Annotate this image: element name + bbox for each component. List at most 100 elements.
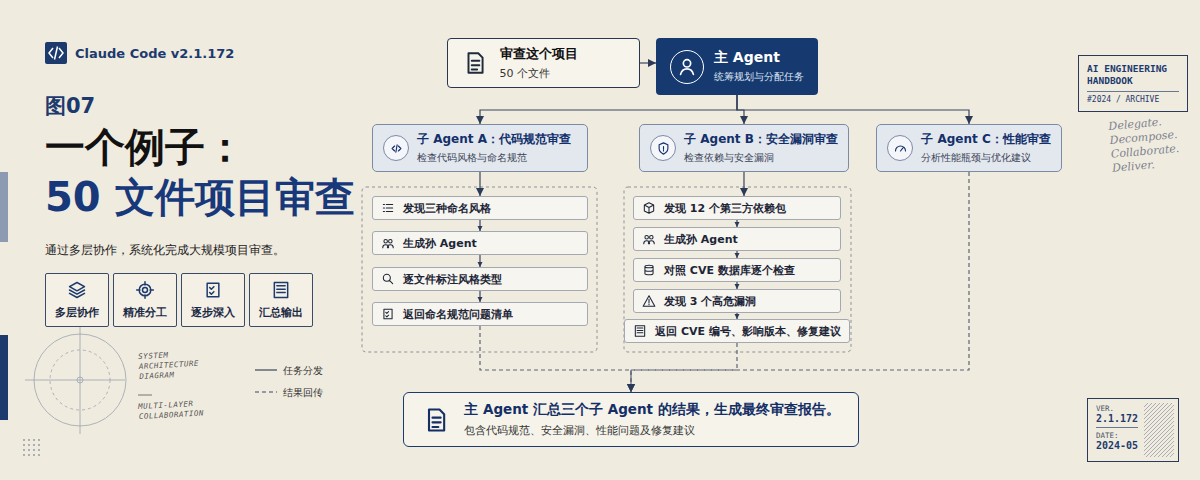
box-heading: AI ENGINEERING HANDBOOK	[1087, 63, 1179, 87]
icon-glyph	[422, 406, 450, 434]
icon	[887, 135, 913, 161]
connector	[743, 172, 744, 196]
code-icon	[45, 42, 67, 64]
dot-grid	[23, 439, 40, 456]
icon	[650, 135, 676, 161]
text-stack: VER.2.1.172DATE:2024-05	[1096, 404, 1138, 451]
icon-glyph	[633, 324, 647, 338]
icon-glyph	[203, 280, 223, 300]
handbook-box: AI ENGINEERING HANDBOOK #2024 / ARCHIVE	[1078, 55, 1188, 112]
icon-glyph	[381, 236, 395, 250]
sketch-dash	[138, 395, 152, 396]
box-text: 2024-05	[1096, 440, 1138, 451]
icon	[381, 236, 395, 250]
icon	[135, 280, 155, 300]
text-stack: 生成孙 Agent	[403, 236, 477, 251]
feature-box: 多层协作	[45, 273, 109, 327]
text-stack: 汇总输出	[259, 305, 303, 320]
sub-agent-box: 子 Agent B：安全漏洞审查检查依赖与安全漏洞	[639, 124, 849, 172]
box-heading: 精准分工	[123, 305, 167, 320]
handwritten-note: Delegate. Decompose. Collaborate. Delive…	[1108, 113, 1193, 176]
icon-glyph	[642, 263, 656, 277]
figure-number: 图07	[45, 92, 95, 120]
legend-label: 任务分发	[283, 364, 323, 378]
input-box: 审查这个项目 50 个文件	[447, 38, 640, 88]
text-stack: 审查这个项目 50 个文件	[500, 45, 578, 81]
step-box: 对照 CVE 数据库逐个检查	[633, 258, 841, 282]
feature-box: 逐步深入	[181, 273, 245, 327]
summary-box: 主 Agent 汇总三个子 Agent 的结果，生成最终审查报告。包含代码规范、…	[403, 392, 858, 447]
icon-glyph	[67, 280, 87, 300]
box-heading: 生成孙 Agent	[664, 232, 738, 247]
product-label: Claude Code v2.1.172	[75, 46, 234, 61]
edge-bar	[0, 172, 8, 242]
icon-glyph	[642, 232, 656, 246]
box-heading: 主 Agent	[714, 49, 804, 67]
box-heading: 审查这个项目	[500, 45, 578, 63]
text-stack: 返回 CVE 编号、影响版本、修复建议	[655, 324, 841, 339]
box-heading: 对照 CVE 数据库逐个检查	[664, 263, 795, 278]
compass-sketch	[25, 326, 126, 434]
box-heading: 发现 12 个第三方依赖包	[664, 201, 786, 216]
icon	[633, 324, 647, 338]
text-stack: 逐步深入	[191, 305, 235, 320]
box-heading: 发现 3 个高危漏洞	[664, 294, 756, 309]
connector	[480, 326, 631, 392]
step-box: 返回 CVE 编号、影响版本、修复建议	[624, 319, 850, 343]
icon-glyph	[381, 272, 395, 286]
connector	[737, 95, 969, 124]
box-heading: 子 Agent B：安全漏洞审查	[684, 131, 838, 148]
text-stack: 发现三种命名风格	[403, 201, 491, 216]
text-stack: 子 Agent A：代码规范审查检查代码风格与命名规范	[417, 131, 571, 165]
box-text: DATE:	[1096, 427, 1138, 440]
box-heading: 子 Agent C：性能审查	[921, 131, 1050, 148]
text-stack: 主 Agent 汇总三个子 Agent 的结果，生成最终审查报告。包含代码规范、…	[464, 401, 839, 438]
legend-sample	[255, 369, 277, 370]
feature-box: 汇总输出	[249, 273, 313, 327]
connector	[479, 220, 480, 231]
legend-label: 结果回传	[283, 386, 323, 400]
box-heading: 子 Agent A：代码规范审查	[417, 131, 571, 148]
sketch-note: SYSTEM ARCHITECTURE DIAGRAM	[138, 348, 209, 382]
version-box: VER.2.1.172DATE:2024-05	[1087, 398, 1179, 462]
box-text: 分析性能瓶颈与优化建议	[921, 151, 1050, 165]
subtitle: 通过多层协作，系统化完成大规模项目审查。	[45, 242, 285, 259]
icon-glyph	[656, 141, 671, 156]
step-box: 逐文件标注风格类型	[372, 267, 588, 291]
connector	[631, 343, 737, 392]
step-box: 生成孙 Agent	[372, 231, 588, 255]
step-box: 发现 12 个第三方依赖包	[633, 196, 841, 220]
box-heading: 逐步深入	[191, 305, 235, 320]
box-heading: 多层协作	[55, 305, 99, 320]
text-stack: 对照 CVE 数据库逐个检查	[664, 263, 795, 278]
box-text: 检查依赖与安全漏洞	[684, 151, 838, 165]
icon	[381, 201, 395, 215]
text-stack: 生成孙 Agent	[664, 232, 738, 247]
box-text: 50 个文件	[500, 66, 578, 81]
connector	[736, 220, 737, 227]
icon-glyph	[271, 280, 291, 300]
legend-sample	[255, 391, 277, 392]
icon-glyph	[642, 294, 656, 308]
group-outline	[624, 187, 851, 352]
icon-glyph	[642, 201, 656, 215]
icon	[381, 272, 395, 286]
connector	[736, 282, 737, 289]
box-heading: 发现三种命名风格	[403, 201, 491, 216]
step-box: 发现 3 个高危漏洞	[633, 289, 841, 313]
icon	[203, 280, 223, 300]
icon	[642, 263, 656, 277]
box-text: #2024 / ARCHIVE	[1087, 91, 1179, 104]
text-stack: 返回命名规范问题清单	[403, 307, 513, 322]
connector	[640, 62, 657, 63]
box-heading: 返回 CVE 编号、影响版本、修复建议	[655, 324, 841, 339]
icon	[67, 280, 87, 300]
box-heading: 汇总输出	[259, 305, 303, 320]
sub-agent-box: 子 Agent A：代码规范审查检查代码风格与命名规范	[372, 124, 588, 172]
icon-glyph	[893, 141, 908, 156]
box-text: 检查代码风格与命名规范	[417, 151, 571, 165]
icon	[462, 50, 488, 76]
box-text: 包含代码规范、安全漏洞、性能问题及修复建议	[464, 423, 839, 438]
text-stack: 发现 12 个第三方依赖包	[664, 201, 786, 216]
